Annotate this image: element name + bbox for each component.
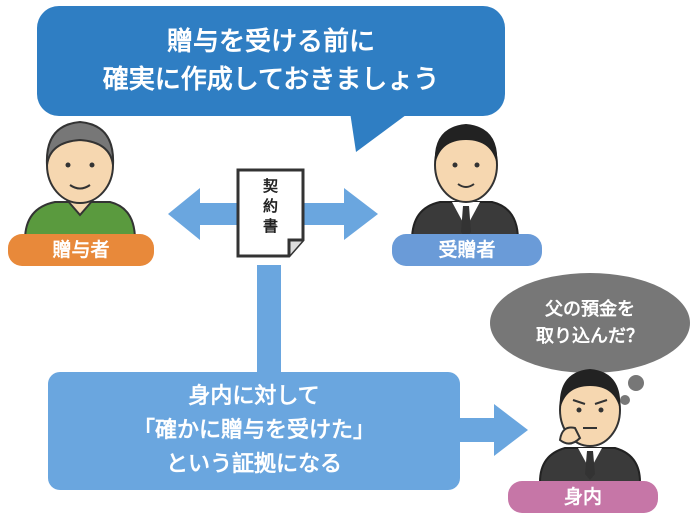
thought-bubble [490, 273, 690, 405]
top-bubble-line2: 確実に作成しておきましょう [102, 65, 440, 95]
donor-label: 贈与者 [8, 234, 154, 266]
thought-bubble-text: 父の預金を 取り込んだ？ [490, 273, 690, 373]
bottom-callout [48, 372, 528, 490]
contract-char-2: 約 [262, 197, 278, 215]
suited-man-icon [410, 124, 520, 241]
contract-document-icon [236, 168, 305, 258]
contract-label: 契 約 書 [238, 176, 303, 236]
vertical-connector [257, 265, 281, 375]
bottom-line2: 「確かに贈与を受けた」 [132, 418, 375, 443]
bottom-line3: という証拠になる [165, 452, 342, 477]
contract-char-3: 書 [262, 217, 278, 235]
top-speech-bubble [37, 6, 505, 152]
bottom-line1: 身内に対して [188, 384, 320, 409]
thought-line1: 父の預金を [545, 299, 635, 320]
recipient-label: 受贈者 [392, 234, 542, 266]
top-bubble-text: 贈与を受ける前に 確実に作成しておきましょう [37, 6, 505, 116]
bottom-box-text: 身内に対して 「確かに贈与を受けた」 という証拠になる [48, 372, 460, 490]
relative-label: 身内 [508, 481, 658, 513]
elderly-man-icon [23, 120, 137, 241]
thought-line2: 取り込んだ？ [536, 326, 644, 347]
contract-char-1: 契 [262, 177, 278, 195]
thinking-man-icon [538, 369, 642, 483]
top-bubble-line1: 贈与を受ける前に [166, 27, 375, 57]
exchange-arrows [168, 188, 378, 240]
